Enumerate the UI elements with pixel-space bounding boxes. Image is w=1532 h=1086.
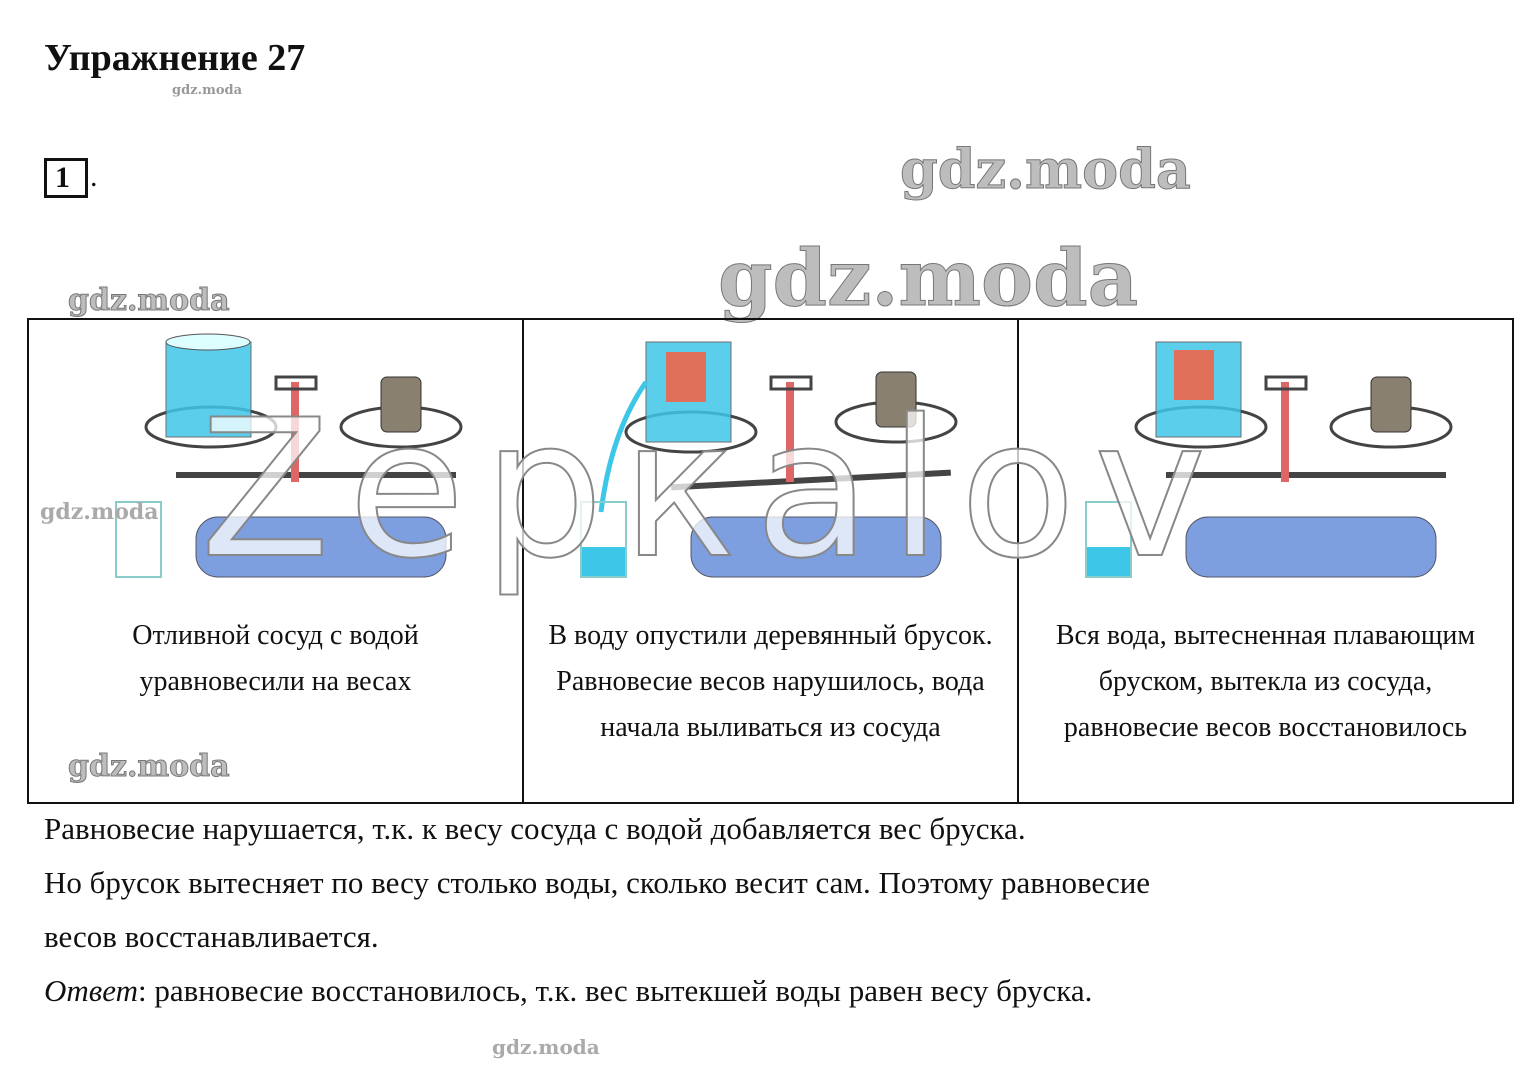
task-number: 1	[44, 158, 88, 198]
step-caption: Вся вода, вытесненная плавающим бруском,…	[1055, 620, 1476, 743]
watermark: gdz.moda	[492, 1035, 600, 1059]
watermark: gdz.moda	[68, 283, 231, 318]
step-caption: В воду опустили деревянный брусок. Равно…	[548, 620, 993, 743]
watermark: gdz.moda	[172, 83, 243, 98]
explanation-line: весов восстанавливается.	[44, 919, 379, 954]
experiment-table: Отливной сосуд с водой уравновесили на в…	[27, 318, 1514, 804]
answer-label: Ответ	[44, 973, 138, 1008]
answer: Ответ: равновесие восстановилось, т.к. в…	[44, 964, 1092, 1018]
balance-scale-illustration	[114, 333, 462, 578]
experiment-step-1: Отливной сосуд с водой уравновесили на в…	[27, 318, 524, 804]
page-title: Упражнение 27	[44, 37, 306, 79]
explanation-line: Равновесие нарушается, т.к. к весу сосуд…	[44, 811, 1026, 846]
answer-text: : равновесие восстановилось, т.к. вес вы…	[137, 973, 1093, 1008]
step-caption: Отливной сосуд с водой уравновесили на в…	[132, 620, 419, 697]
watermark: gdz.moda	[900, 137, 1192, 201]
task-number-suffix: .	[90, 160, 98, 193]
explanation-line: Но брусок вытесняет по весу столько воды…	[44, 865, 1151, 900]
balance-scale-illustration	[579, 341, 957, 578]
balance-scale-illustration	[1084, 341, 1452, 578]
experiment-step-2: В воду опустили деревянный брусок. Равно…	[522, 318, 1019, 804]
experiment-step-3: Вся вода, вытесненная плавающим бруском,…	[1017, 318, 1514, 804]
watermark: gdz.moda	[717, 233, 1139, 324]
